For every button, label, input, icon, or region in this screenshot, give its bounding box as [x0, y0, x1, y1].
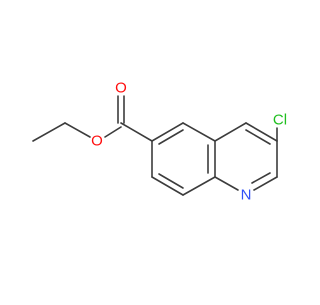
bond-n1-c8a: [214, 176, 239, 191]
structure-canvas: O O Cl N: [32, 80, 287, 204]
atom-label-cl: Cl: [273, 112, 287, 129]
atom-label-o-carbonyl: O: [115, 80, 127, 97]
bond-c4-c3: [245, 122, 278, 142]
bond-ch3-ch2: [32, 122, 66, 142]
bond-c8-c7-inner: [158, 173, 184, 189]
bond-c8-c7: [151, 176, 184, 196]
atom-label-n: N: [241, 187, 252, 204]
bond-c8a-c8: [182, 176, 216, 196]
bond-c5-c4a: [182, 122, 216, 142]
bond-c2-n1: [253, 176, 278, 191]
bond-c4a-c4: [214, 122, 247, 142]
bond-c6-c5: [151, 122, 184, 142]
bond-c4-c3-inner: [245, 129, 271, 145]
atom-label-o-ester: O: [91, 133, 103, 150]
molecule-structure: O O Cl N: [32, 80, 287, 204]
bond-ccarbonyl-c6: [120, 122, 153, 142]
atom-labels: O O Cl N: [91, 80, 287, 204]
bonds: [32, 95, 278, 196]
bond-c6-c5-inner: [158, 129, 184, 145]
bond-c2-n1-inner: [251, 172, 271, 184]
bond-ch2-oester: [64, 122, 91, 138]
bond-oester-ccarbonyl: [104, 126, 122, 138]
